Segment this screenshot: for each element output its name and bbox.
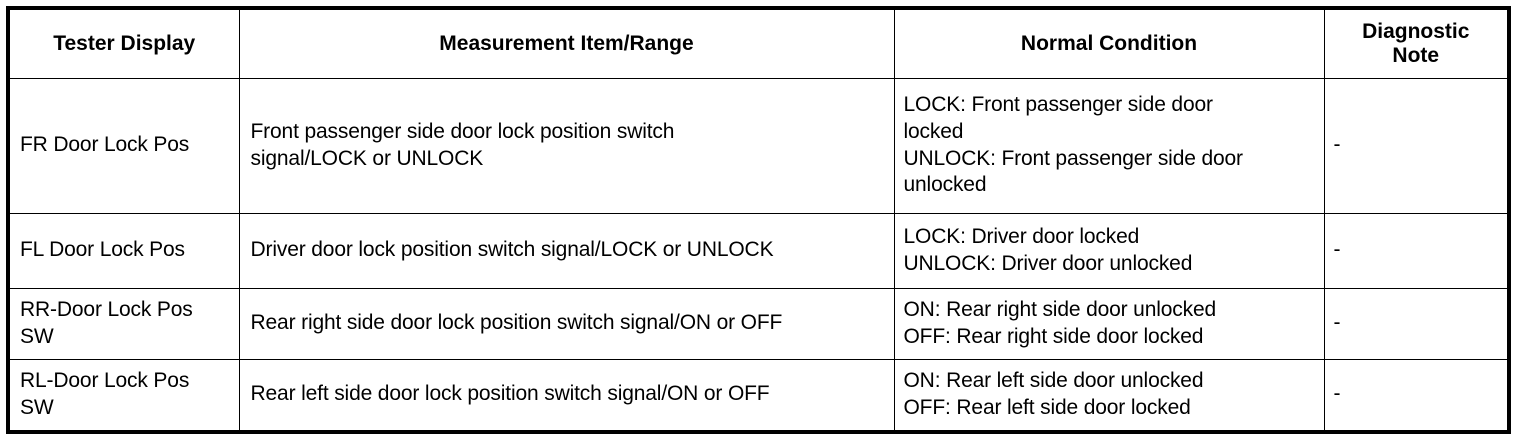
table-header: Tester Display Measurement Item/Range No… <box>7 7 1510 79</box>
measurement-line-2: signal/LOCK or UNLOCK <box>250 146 484 170</box>
condition-line-1: LOCK: Driver door locked <box>903 224 1140 248</box>
condition-line-1: ON: Rear right side door unlocked <box>903 297 1217 321</box>
cell-tester-display: FL Door Lock Pos <box>7 212 240 289</box>
measurement-line-1: Rear left side door lock position switch… <box>250 382 770 406</box>
condition-line-2: locked <box>903 119 964 143</box>
measurement-line-1: Front passenger side door lock position … <box>250 119 675 143</box>
tester-display-line-2: SW <box>20 324 54 348</box>
table-row: RR-Door Lock Pos SW Rear right side door… <box>7 287 1510 360</box>
diagnostic-note-line-1: Diagnostic <box>1362 19 1470 43</box>
cell-normal-condition: ON: Rear left side door unlocked OFF: Re… <box>893 358 1325 433</box>
condition-line-2: OFF: Rear right side door locked <box>903 324 1204 348</box>
column-header-tester-display: Tester Display <box>7 7 240 79</box>
header-row: Tester Display Measurement Item/Range No… <box>7 7 1510 79</box>
condition-line-2: UNLOCK: Driver door unlocked <box>903 251 1193 275</box>
cell-tester-display: RL-Door Lock Pos SW <box>7 358 240 433</box>
table-row: FL Door Lock Pos Driver door lock positi… <box>7 212 1510 289</box>
column-header-measurement-item-range: Measurement Item/Range <box>238 7 895 79</box>
cell-diagnostic-note: - <box>1323 212 1510 289</box>
cell-measurement-item: Front passenger side door lock position … <box>238 77 895 214</box>
cell-measurement-item: Driver door lock position switch signal/… <box>238 212 895 289</box>
spec-table-container: Tester Display Measurement Item/Range No… <box>6 6 1511 434</box>
cell-measurement-item: Rear right side door lock position switc… <box>238 287 895 360</box>
table-body: FR Door Lock Pos Front passenger side do… <box>7 77 1510 433</box>
column-header-diagnostic-note: Diagnostic Note <box>1323 7 1510 79</box>
diagnostic-note-line-2: Note <box>1392 43 1440 67</box>
tester-display-spec-table: Tester Display Measurement Item/Range No… <box>6 6 1511 434</box>
measurement-line-1: Rear right side door lock position switc… <box>250 311 783 335</box>
tester-display-line-1: RL-Door Lock Pos <box>20 368 190 392</box>
cell-tester-display: RR-Door Lock Pos SW <box>7 287 240 360</box>
condition-line-4: unlocked <box>903 173 987 197</box>
table-row: FR Door Lock Pos Front passenger side do… <box>7 77 1510 214</box>
measurement-line-1: Driver door lock position switch signal/… <box>250 238 774 262</box>
condition-line-2: OFF: Rear left side door locked <box>903 395 1191 419</box>
cell-diagnostic-note: - <box>1323 77 1510 214</box>
cell-measurement-item: Rear left side door lock position switch… <box>238 358 895 433</box>
cell-diagnostic-note: - <box>1323 358 1510 433</box>
table-row: RL-Door Lock Pos SW Rear left side door … <box>7 358 1510 433</box>
cell-normal-condition: ON: Rear right side door unlocked OFF: R… <box>893 287 1325 360</box>
cell-diagnostic-note: - <box>1323 287 1510 360</box>
cell-tester-display: FR Door Lock Pos <box>7 77 240 214</box>
cell-normal-condition: LOCK: Front passenger side door locked U… <box>893 77 1325 214</box>
cell-normal-condition: LOCK: Driver door locked UNLOCK: Driver … <box>893 212 1325 289</box>
condition-line-3: UNLOCK: Front passenger side door <box>903 146 1244 170</box>
condition-line-1: ON: Rear left side door unlocked <box>903 368 1204 392</box>
tester-display-line-2: SW <box>20 395 54 419</box>
tester-display-line-1: RR-Door Lock Pos <box>20 297 193 321</box>
condition-line-1: LOCK: Front passenger side door <box>903 92 1214 116</box>
column-header-normal-condition: Normal Condition <box>893 7 1325 79</box>
